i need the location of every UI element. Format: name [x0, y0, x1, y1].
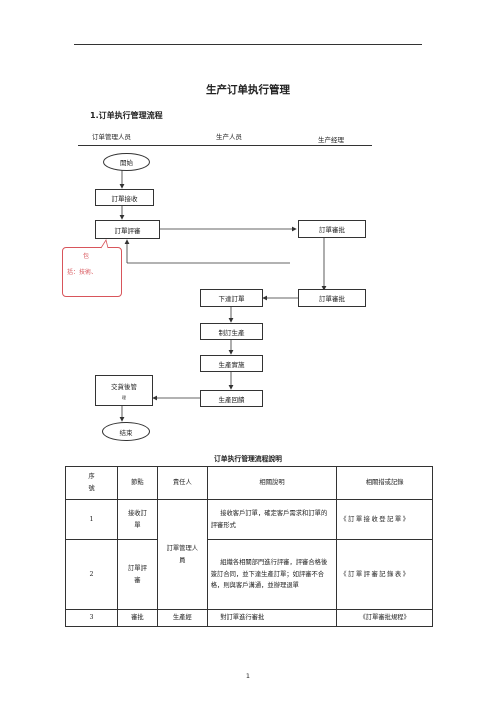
- cell-owner-shared: 訂單管理人員: [156, 499, 208, 610]
- callout-line1: 包: [83, 253, 90, 260]
- flow-end: 结束: [102, 422, 150, 441]
- cell-record: 《訂單接收登記單》: [336, 499, 433, 540]
- flow-start: 開始: [103, 153, 150, 171]
- lane-rule: [78, 145, 372, 146]
- cell-record: 《訂單評審記錄表》: [336, 539, 433, 610]
- flow-after-delivery-line1: 交貨後管: [111, 382, 137, 391]
- flow-production-feedback: 生產回饋: [200, 390, 263, 407]
- cell-record: 《訂單審批規程》: [336, 609, 433, 627]
- cell-node: 接收訂單: [116, 499, 158, 540]
- col-header-owner: 責任人: [156, 466, 208, 500]
- table-title: 订单执行管理流程說明: [214, 455, 282, 463]
- col-header-desc: 相關說明: [206, 466, 338, 500]
- flow-after-delivery: 交貨後管 理: [95, 375, 153, 406]
- flow-issue-order: 下達訂單: [200, 289, 263, 307]
- header-rule: [74, 44, 422, 45]
- cell-node: 審批: [116, 609, 158, 627]
- cell-no: 2: [65, 539, 118, 610]
- cell-desc: 接收客戶訂單，確定客戶需求和訂單的評審形式: [206, 499, 338, 540]
- page-title: 生产订单执行管理: [206, 84, 290, 96]
- table-header-row: 序號 節點 責任人 相關說明 相關措或記錄: [65, 466, 433, 500]
- cell-no: 3: [65, 609, 118, 627]
- cell-no: 1: [65, 499, 118, 540]
- cell-desc: 組織各相關部門進行評審，評審合格後簽訂合同，並下達生產訂單；如評審不合格，則與客…: [206, 539, 338, 610]
- col-header-record: 相關措或記錄: [336, 466, 433, 500]
- lane-production-manager: 生产经理: [318, 136, 344, 144]
- flow-order-approve-2: 訂單審批: [298, 289, 366, 307]
- flow-order-receive: 訂單接收: [95, 189, 154, 206]
- cell-desc: 對訂單進行審批: [206, 609, 338, 627]
- flow-order-approve-1: 訂單審批: [298, 220, 366, 238]
- flow-order-review: 訂單評審: [95, 220, 160, 239]
- section-heading: 1.订单执行管理流程: [90, 111, 163, 120]
- table-row: 2 訂單評審 組織各相關部門進行評審，評審合格後簽訂合同，並下達生產訂單；如評審…: [65, 539, 433, 610]
- table-row: 1 接收訂單 訂單管理人員 接收客戶訂單，確定客戶需求和訂單的評審形式 《訂單接…: [65, 499, 433, 610]
- process-table: 序號 節點 責任人 相關說明 相關措或記錄 1 接收訂單 訂單管理人員 接收客戶…: [65, 466, 433, 627]
- col-header-no: 序號: [65, 466, 118, 500]
- lane-production-staff: 生产人员: [216, 133, 242, 141]
- cell-node: 訂單評審: [116, 539, 158, 610]
- flow-production-plan: 制訂生產: [200, 323, 263, 340]
- lane-order-manager: 订单管理人员: [92, 133, 131, 141]
- callout-line2: 括：技術、: [67, 269, 98, 276]
- col-header-node: 節點: [116, 466, 158, 500]
- cell-owner: 生產經: [156, 609, 208, 627]
- table-row: 3 審批 生產經 對訂單進行審批 《訂單審批規程》: [65, 609, 433, 627]
- flow-production-execute: 生產實施: [200, 355, 263, 372]
- flow-after-delivery-line2: 理: [122, 394, 126, 400]
- page-number: 1: [245, 672, 251, 680]
- review-callout: 包 括：技術、: [62, 247, 122, 297]
